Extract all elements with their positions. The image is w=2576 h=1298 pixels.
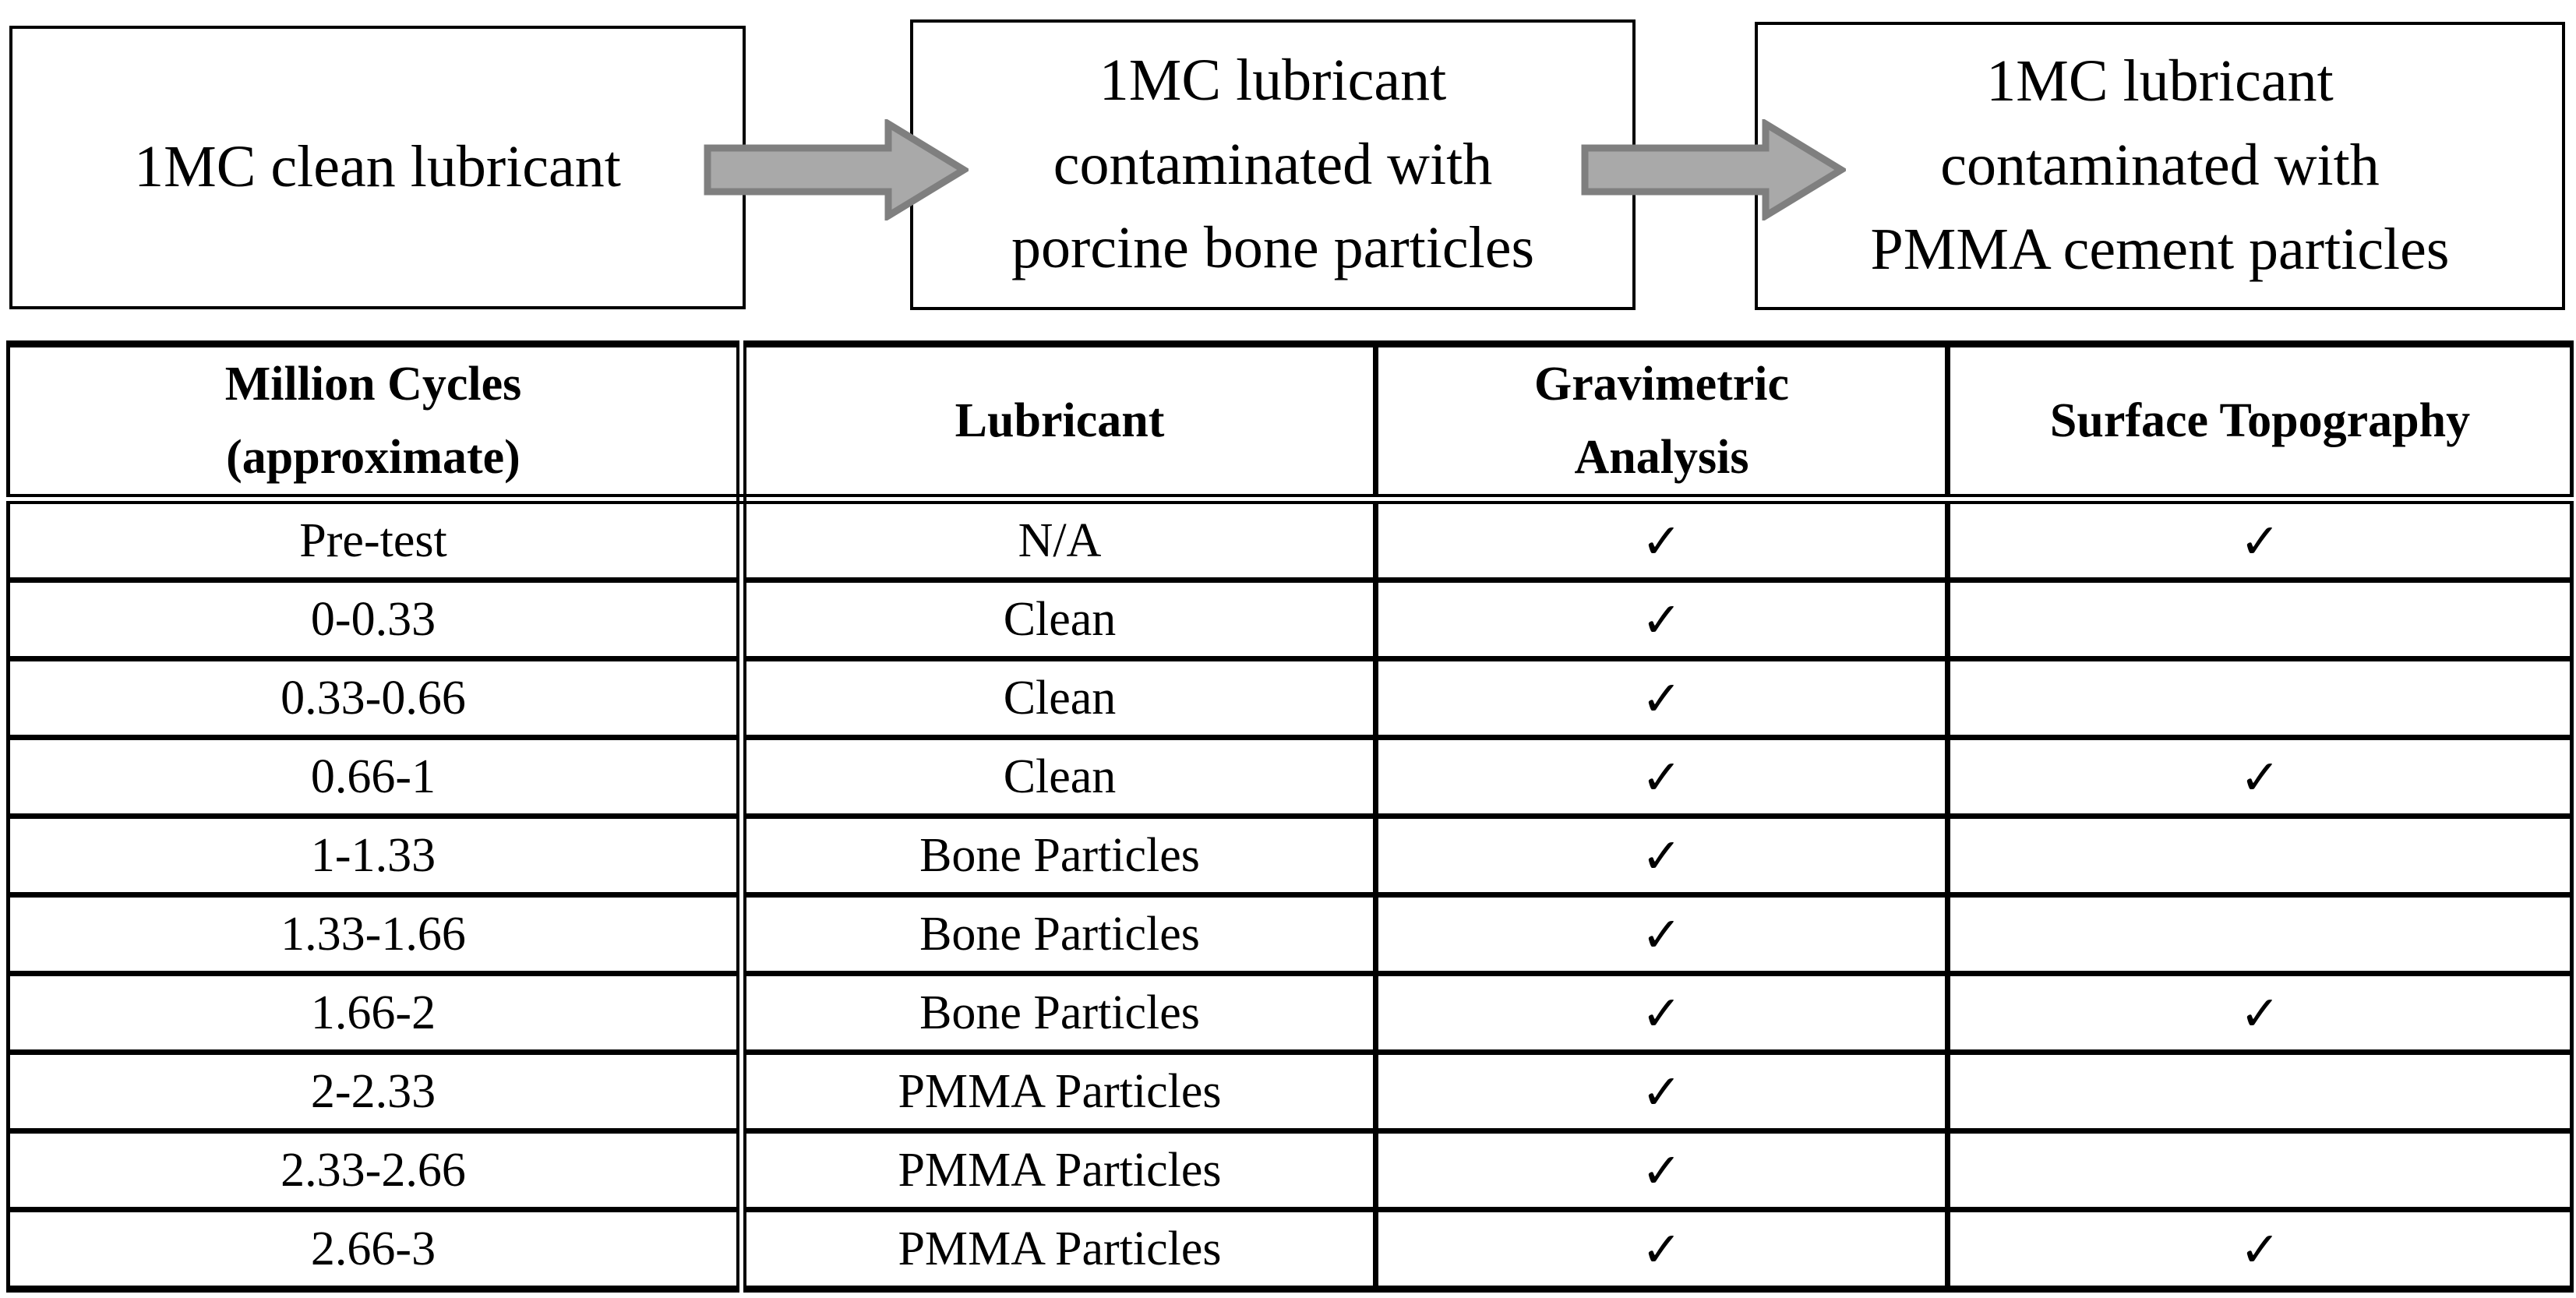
- header-lubricant: Lubricant: [741, 344, 1378, 505]
- gravimetric-checkmark-icon: ✓: [1375, 499, 1950, 580]
- header-million-cycles: Million Cycles (approximate): [8, 344, 746, 505]
- cycles-cell: 2.33-2.66: [8, 1128, 746, 1210]
- gravimetric-checkmark-icon: ✓: [1375, 892, 1950, 974]
- topography-checkmark-icon: ✓: [1947, 1207, 2572, 1289]
- cycles-cell: 0-0.33: [8, 577, 746, 659]
- lubricant-cell: Bone Particles: [741, 971, 1378, 1053]
- lubricant-cell: N/A: [741, 499, 1378, 580]
- table-row: 0-0.33 Clean ✓: [8, 577, 2572, 659]
- topography-checkmark-icon: [1947, 813, 2572, 895]
- table-row: 0.66-1 Clean ✓ ✓: [8, 735, 2572, 817]
- cycles-cell: 0.33-0.66: [8, 656, 746, 738]
- cycles-cell: Pre-test: [8, 499, 746, 580]
- table-header-row: Million Cycles (approximate) Lubricant G…: [8, 344, 2572, 505]
- header-surface-topography: Surface Topography: [1947, 344, 2572, 505]
- topography-checkmark-icon: ✓: [1947, 971, 2572, 1053]
- gravimetric-checkmark-icon: ✓: [1375, 656, 1950, 738]
- cycles-cell: 2.66-3: [8, 1207, 746, 1289]
- table-row: 2.66-3 PMMA Particles ✓ ✓: [8, 1207, 2572, 1289]
- gravimetric-checkmark-icon: ✓: [1375, 577, 1950, 659]
- lubricant-cell: Clean: [741, 577, 1378, 659]
- table-row: 0.33-0.66 Clean ✓: [8, 656, 2572, 738]
- flow-arrow-icon: [1581, 119, 1846, 220]
- table-row: 2-2.33 PMMA Particles ✓: [8, 1049, 2572, 1131]
- test-schedule-table: Million Cycles (approximate) Lubricant G…: [6, 340, 2574, 1293]
- cycles-cell: 1.33-1.66: [8, 892, 746, 974]
- gravimetric-checkmark-icon: ✓: [1375, 1128, 1950, 1210]
- table-row: Pre-test N/A ✓ ✓: [8, 499, 2572, 580]
- lubricant-cell: PMMA Particles: [741, 1049, 1378, 1131]
- header-gravimetric-analysis: Gravimetric Analysis: [1375, 344, 1950, 505]
- cycles-cell: 1.66-2: [8, 971, 746, 1053]
- flow-box-label: 1MC clean lubricant: [134, 134, 621, 200]
- flow-box-bone-contaminated: 1MC lubricant contaminated with porcine …: [910, 19, 1636, 310]
- table-row: 1.33-1.66 Bone Particles ✓: [8, 892, 2572, 974]
- lubricant-cell: Bone Particles: [741, 813, 1378, 895]
- flow-box-clean-lubricant: 1MC clean lubricant: [9, 26, 746, 309]
- lubricant-cell: Clean: [741, 735, 1378, 817]
- table-row: 1.66-2 Bone Particles ✓ ✓: [8, 971, 2572, 1053]
- topography-checkmark-icon: ✓: [2239, 512, 2281, 570]
- flow-box-label: 1MC lubricant contaminated with porcine …: [1011, 47, 1535, 281]
- topography-checkmark-icon: [1947, 1049, 2572, 1131]
- topography-checkmark-icon: [1947, 656, 2572, 738]
- topography-checkmark-icon: [1947, 577, 2572, 659]
- gravimetric-checkmark-icon: ✓: [1375, 1049, 1950, 1131]
- topography-checkmark-icon: [1947, 1128, 2572, 1210]
- gravimetric-checkmark-icon: ✓: [1375, 813, 1950, 895]
- lubricant-cell: PMMA Particles: [741, 1207, 1378, 1289]
- flow-arrow-icon: [704, 119, 969, 220]
- topography-checkmark-icon: [1947, 892, 2572, 974]
- cycles-cell: 1-1.33: [8, 813, 746, 895]
- cycles-cell: 0.66-1: [8, 735, 746, 817]
- lubricant-cell: PMMA Particles: [741, 1128, 1378, 1210]
- table-row: 2.33-2.66 PMMA Particles ✓: [8, 1128, 2572, 1210]
- gravimetric-checkmark-icon: ✓: [1375, 735, 1950, 817]
- lubricant-cell: Clean: [741, 656, 1378, 738]
- gravimetric-checkmark-icon: ✓: [1375, 1207, 1950, 1289]
- cycles-cell: 2-2.33: [8, 1049, 746, 1131]
- flow-box-label: 1MC lubricant contaminated with PMMA cem…: [1870, 48, 2450, 282]
- lubricant-cell: Bone Particles: [741, 892, 1378, 974]
- gravimetric-checkmark-icon: ✓: [1375, 971, 1950, 1053]
- flow-box-pmma-contaminated: 1MC lubricant contaminated with PMMA cem…: [1755, 22, 2565, 310]
- table-row: 1-1.33 Bone Particles ✓: [8, 813, 2572, 895]
- topography-checkmark-icon: ✓: [1947, 735, 2572, 817]
